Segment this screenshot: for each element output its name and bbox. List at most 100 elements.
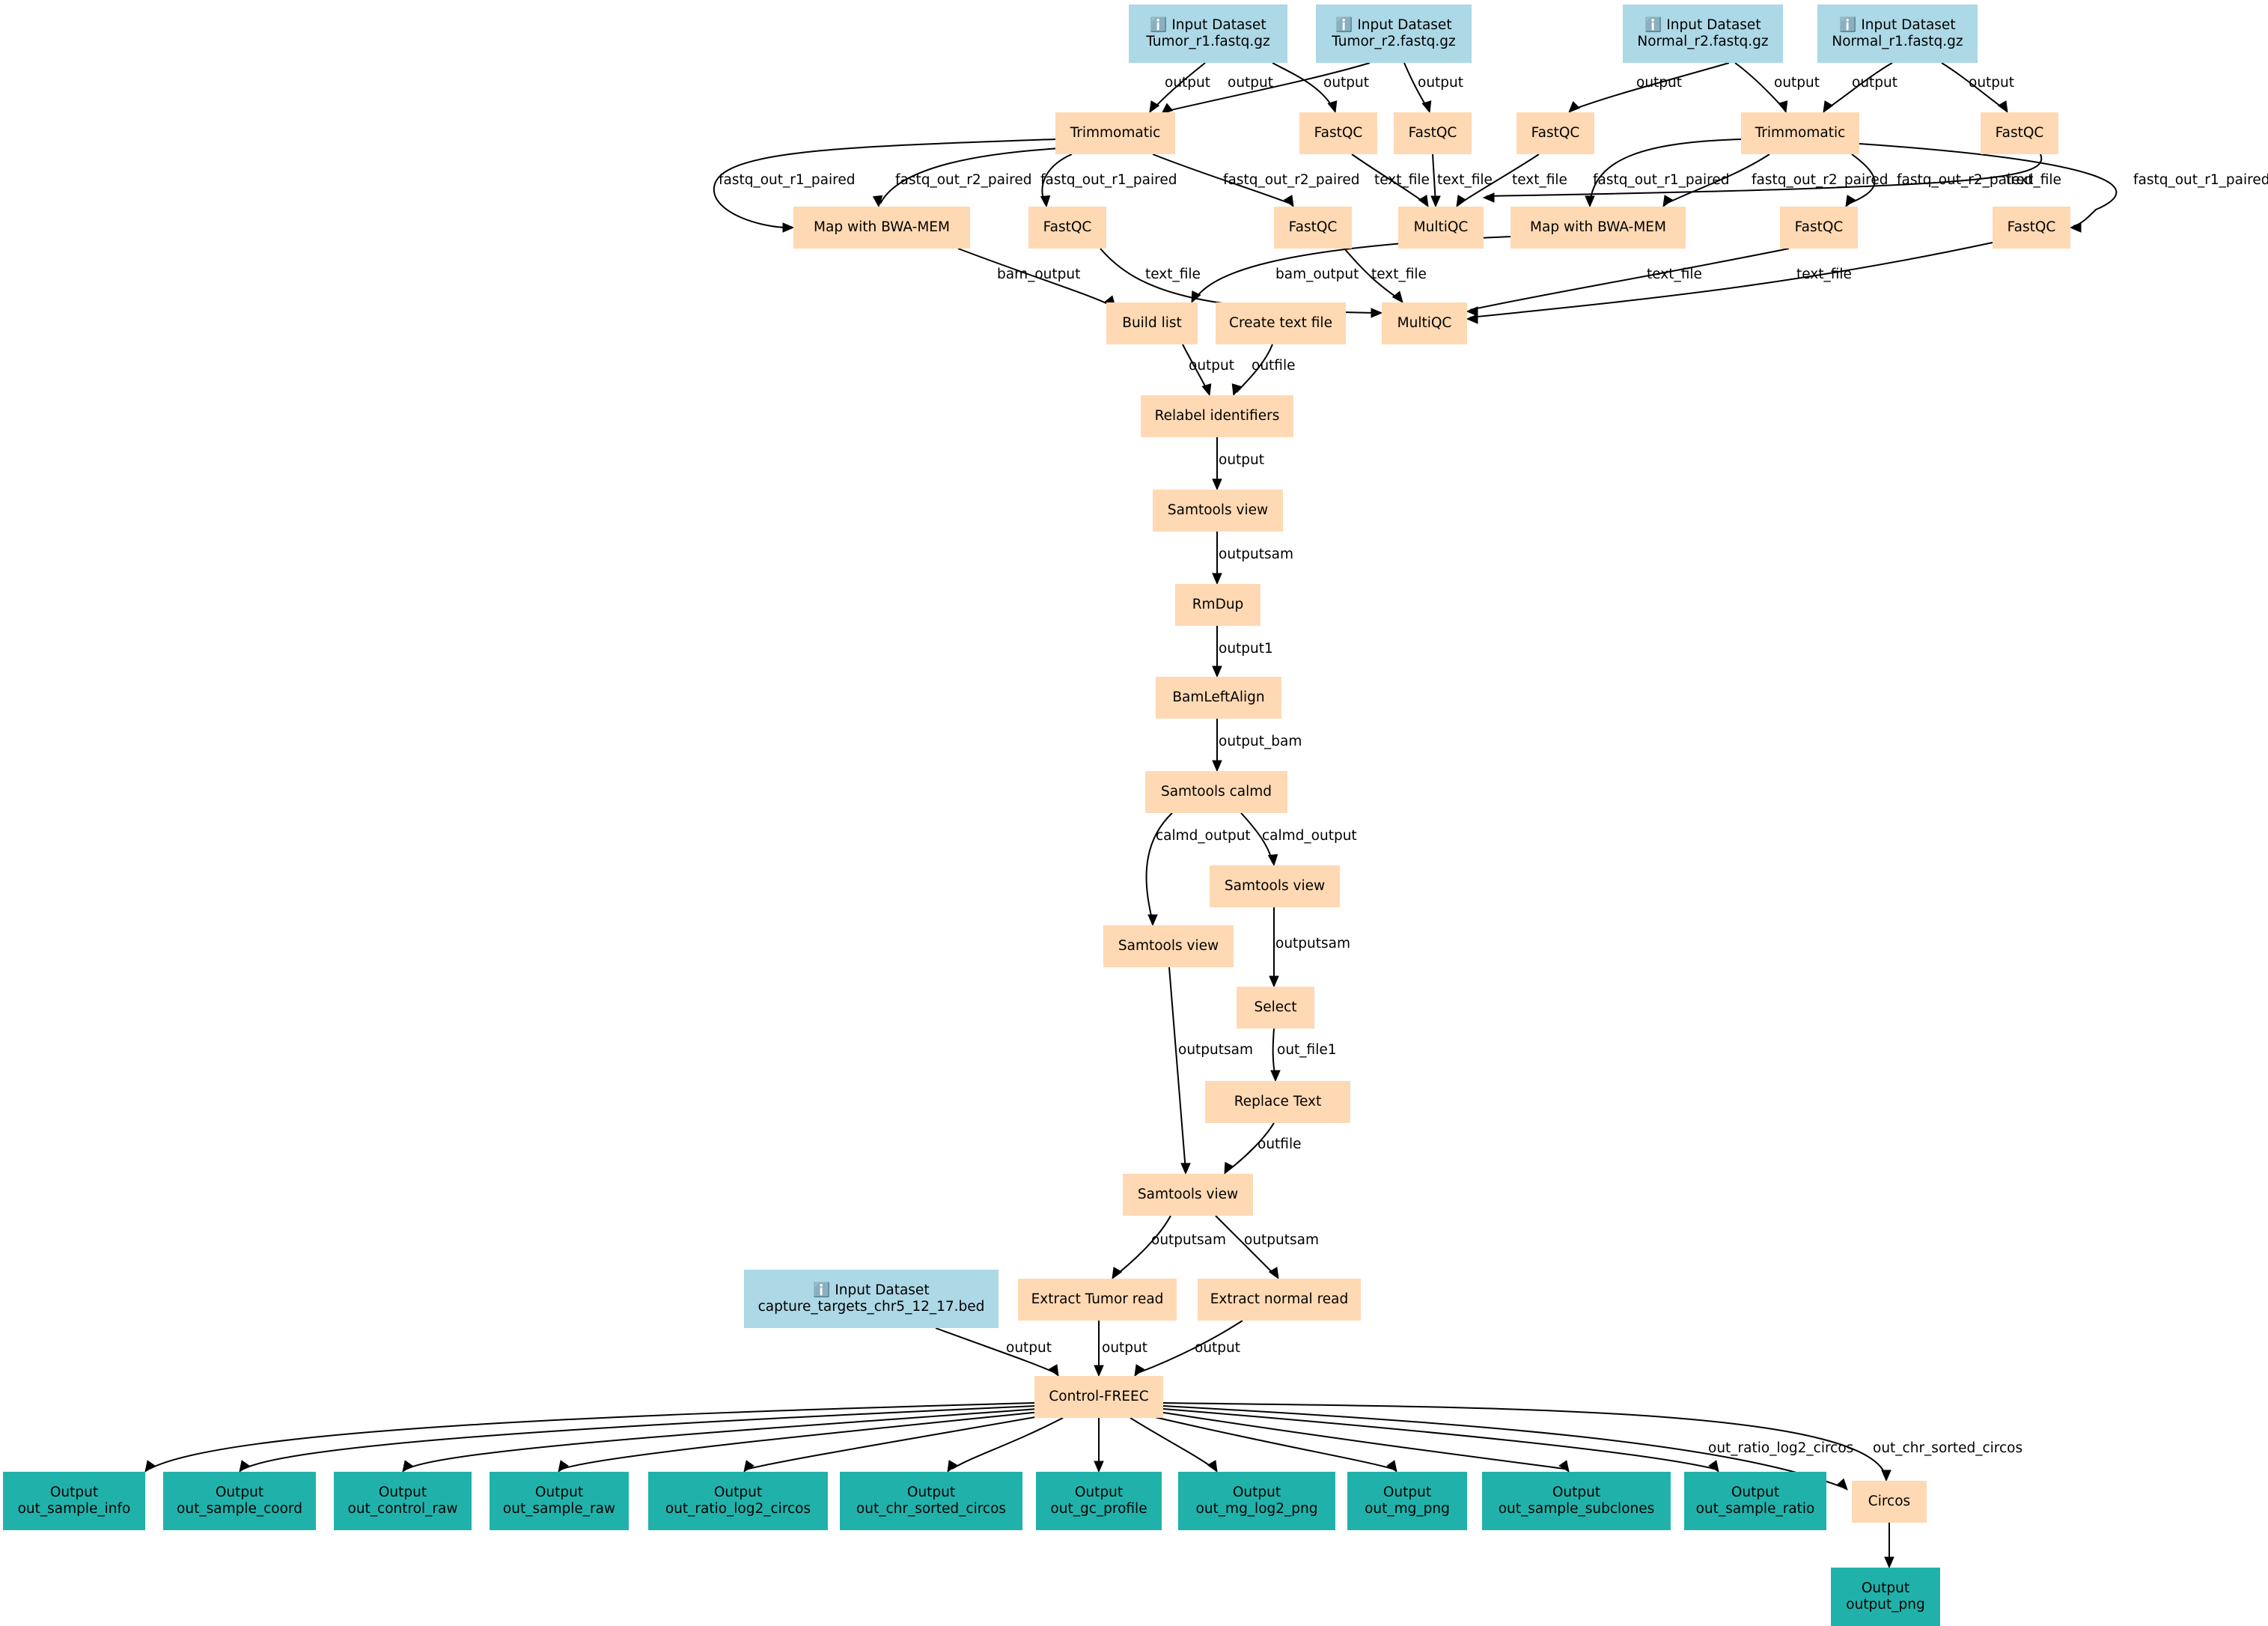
edge-arrowhead — [402, 1460, 413, 1473]
tool-node-fqc-np1[interactable]: FastQC — [1993, 207, 2070, 249]
node-title: Map with BWA-MEM — [814, 219, 950, 235]
tool-node-ext-normal[interactable]: Extract normal read — [1198, 1279, 1361, 1321]
tool-node-build-list[interactable]: Build list — [1106, 302, 1198, 344]
tool-node-bwa-n[interactable]: Map with BWA-MEM — [1511, 207, 1686, 249]
edge-arrowhead — [1201, 383, 1212, 397]
tool-node-fqc-np2[interactable]: FastQC — [1780, 207, 1858, 249]
edge-label: output — [1228, 75, 1273, 91]
edge-sview-l-to-sview-m — [1168, 966, 1186, 1172]
tool-node-fqc-t1[interactable]: FastQC — [1394, 112, 1472, 154]
tool-node-create-text[interactable]: Create text file — [1216, 302, 1346, 344]
edge-arrowhead — [1180, 1163, 1191, 1175]
tool-node-mqc-trim[interactable]: MultiQC — [1382, 302, 1467, 344]
edge-arrowhead — [1418, 195, 1429, 208]
edge-freec-to-o-coord — [243, 1405, 1037, 1470]
tool-node-sview-r[interactable]: Samtools view — [1210, 865, 1340, 907]
node-title: Output — [1731, 1485, 1780, 1500]
edge-fqc-t1-to-mqc-raw — [1432, 153, 1436, 204]
tool-node-fqc-tp2[interactable]: FastQC — [1274, 207, 1352, 249]
tool-node-bamleft[interactable]: BamLeftAlign — [1156, 677, 1281, 719]
node-title: Circos — [1868, 1493, 1911, 1509]
tool-node-calmd[interactable]: Samtools calmd — [1145, 771, 1287, 813]
edge-arrowhead — [1421, 100, 1432, 114]
edge-trim-n-to-fqc-np2 — [1848, 153, 1876, 204]
tool-node-circos[interactable]: Circos — [1852, 1481, 1927, 1523]
node-title: Output — [906, 1485, 956, 1500]
edge-freec-to-circos — [1162, 1405, 1842, 1488]
tool-node-relabel[interactable]: Relabel identifiers — [1141, 395, 1293, 437]
tool-node-select[interactable]: Select — [1237, 987, 1314, 1029]
edge-label: output — [1636, 75, 1682, 91]
edge-arrowhead — [1161, 103, 1174, 115]
edge-arrowhead — [947, 1460, 958, 1473]
tool-node-mqc-raw[interactable]: MultiQC — [1398, 207, 1484, 249]
node-title: FastQC — [1314, 125, 1363, 141]
node-subtitle: Tumor_r1.fastq.gz — [1146, 34, 1270, 49]
tool-node-fqc-tp1[interactable]: FastQC — [1028, 207, 1106, 249]
node-title: Output — [1383, 1485, 1432, 1500]
tool-node-rmdup[interactable]: RmDup — [1175, 584, 1260, 626]
edge-freec-to-o-sratio — [1162, 1408, 1715, 1470]
node-title: FastQC — [1794, 219, 1844, 235]
node-title: RmDup — [1192, 597, 1244, 612]
edge-label: bam_output — [1275, 267, 1359, 282]
edge-arrowhead — [1212, 760, 1222, 773]
edge-arrowhead — [1466, 314, 1478, 324]
tool-node-trim-n[interactable]: Trimmomatic — [1741, 112, 1859, 154]
tool-node-fqc-n2[interactable]: FastQC — [1516, 112, 1594, 154]
edge-arrowhead — [1149, 100, 1160, 114]
node-title: ℹ️ Input Dataset — [813, 1282, 930, 1298]
tool-node-trim-t[interactable]: Trimmomatic — [1055, 112, 1175, 154]
edge-label: fastq_out_r2_paired — [1752, 172, 1888, 188]
node-title: Extract normal read — [1210, 1291, 1349, 1307]
node-title: FastQC — [1288, 219, 1338, 235]
node-title: Samtools view — [1137, 1187, 1239, 1202]
tool-node-fqc-n1[interactable]: FastQC — [1981, 112, 2058, 154]
edge-arrowhead — [144, 1460, 156, 1473]
node-title: Replace Text — [1234, 1094, 1322, 1109]
edge-label: output — [1189, 358, 1234, 374]
edge-fqc-n2-to-mqc-raw — [1459, 153, 1540, 204]
tool-node-sview-m[interactable]: Samtools view — [1123, 1174, 1253, 1216]
edge-arrowhead — [1327, 100, 1338, 114]
tool-node-replace[interactable]: Replace Text — [1205, 1081, 1350, 1123]
edge-arrowhead — [1708, 1460, 1719, 1473]
edge-freec-to-o-ratio — [748, 1414, 1049, 1470]
edge-label: outputsam — [1178, 1042, 1253, 1058]
edge-label: calmd_output — [1262, 828, 1357, 844]
node-title: Output — [1861, 1580, 1910, 1596]
edge-label: text_file — [1647, 267, 1702, 282]
tool-node-freec[interactable]: Control-FREEC — [1034, 1376, 1163, 1418]
edge-arrowhead — [1391, 290, 1403, 303]
tool-node-ext-tumor[interactable]: Extract Tumor read — [1018, 1279, 1177, 1321]
edge-arrowhead — [1094, 1365, 1104, 1377]
edge-fqc-np2-to-mqc-trim — [1469, 248, 1790, 311]
node-subtitle: out_ratio_log2_circos — [665, 1501, 811, 1517]
tool-node-sview1[interactable]: Samtools view — [1153, 490, 1283, 532]
edge-arrowhead — [1456, 195, 1467, 208]
tool-node-bwa-t[interactable]: Map with BWA-MEM — [793, 207, 970, 249]
tool-node-fqc-t2[interactable]: FastQC — [1299, 112, 1377, 154]
edge-label: output — [1195, 1340, 1240, 1356]
node-title: MultiQC — [1413, 219, 1469, 235]
tool-node-sview-l[interactable]: Samtools view — [1103, 925, 1234, 967]
edge-arrowhead — [1212, 478, 1222, 491]
